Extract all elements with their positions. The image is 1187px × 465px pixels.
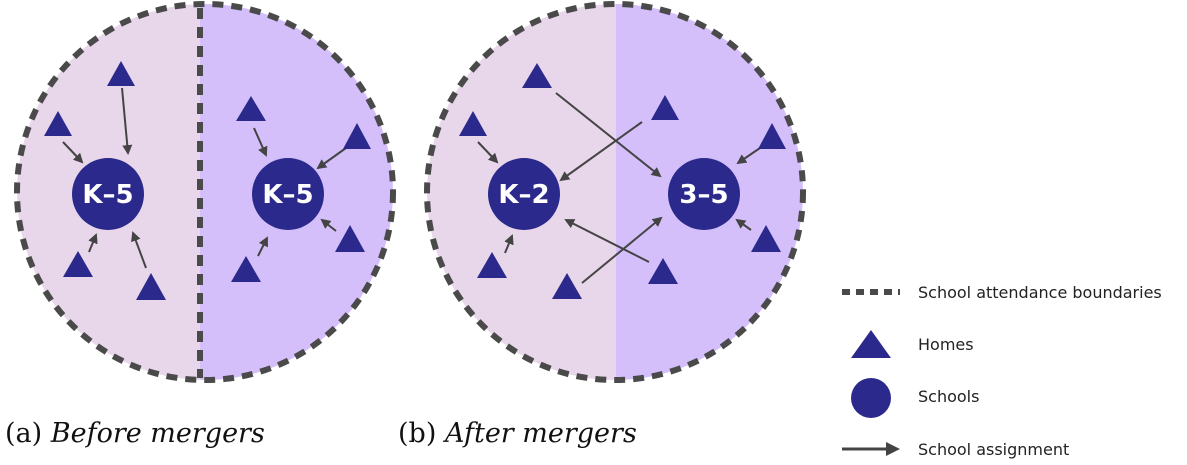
caption-panel-a: (a) Before mergers xyxy=(5,418,265,449)
legend-label: Homes xyxy=(918,335,974,354)
assignment-arrow xyxy=(88,233,98,253)
assignment-arrow xyxy=(316,147,347,170)
school-circle-icon xyxy=(488,158,560,230)
assignment-arrows xyxy=(477,92,761,284)
home-triangle-icon xyxy=(44,111,72,136)
assignment-arrow xyxy=(477,141,499,164)
home-triangle-icon xyxy=(63,251,93,277)
assignment-arrow xyxy=(62,141,84,164)
home-triangle-icon xyxy=(648,258,678,284)
home-triangle-icon xyxy=(335,225,365,252)
assignment-arrow xyxy=(735,218,752,231)
school-circle-icon xyxy=(72,158,144,230)
panel-before-mergers: K–5 K–5 xyxy=(14,1,396,383)
legend-item-assignment: School assignment xyxy=(842,440,1069,459)
home-triangle-icon xyxy=(231,256,261,282)
assignment-arrow xyxy=(736,147,761,165)
school-circle-icon xyxy=(252,158,324,230)
caption-text: After mergers xyxy=(444,418,637,449)
assignment-arrow xyxy=(555,92,662,178)
caption-panel-b: (b) After mergers xyxy=(398,418,637,449)
assignment-arrow xyxy=(131,231,147,269)
school-circle-icon xyxy=(851,378,891,418)
assignment-arrow xyxy=(564,219,650,263)
assignment-arrow xyxy=(559,121,643,182)
home-triangle-icon xyxy=(107,61,135,86)
assignment-arrows xyxy=(62,87,347,269)
home-triangle-icon xyxy=(459,111,487,136)
assignment-arrow xyxy=(253,127,268,157)
legend-item-schools: Schools xyxy=(851,378,979,418)
panel-after-mergers: K–2 3–5 xyxy=(424,1,806,383)
assignment-arrow xyxy=(121,87,133,155)
school-3-5: 3–5 xyxy=(668,158,740,230)
assignment-arrow xyxy=(257,236,268,257)
caption-text: Before mergers xyxy=(50,418,265,449)
arrowhead-icon xyxy=(886,442,900,456)
legend-item-homes: Homes xyxy=(851,330,974,358)
home-triangle-icon xyxy=(851,330,891,358)
legend: School attendance boundaries Homes Schoo… xyxy=(842,283,1162,459)
home-triangle-icon xyxy=(751,225,781,252)
assignment-arrow xyxy=(581,216,663,284)
school-k5-right: K–5 xyxy=(252,158,324,230)
school-k5-left: K–5 xyxy=(72,158,144,230)
district-outer-boundary xyxy=(424,1,806,383)
school-label: K–5 xyxy=(262,180,313,210)
caption-number: (b) xyxy=(398,418,437,449)
district-outer-boundary xyxy=(14,1,396,383)
home-triangle-icon xyxy=(522,63,552,88)
home-triangle-icon xyxy=(552,273,582,299)
school-circle-icon xyxy=(668,158,740,230)
school-label: K–2 xyxy=(498,180,549,210)
caption-number: (a) xyxy=(5,418,43,449)
school-label: 3–5 xyxy=(679,180,728,210)
home-triangle-icon xyxy=(136,273,166,300)
home-triangle-icon xyxy=(236,96,266,121)
home-triangle-icon xyxy=(477,252,507,278)
home-triangle-icon xyxy=(343,123,371,149)
home-triangle-icon xyxy=(651,95,679,120)
legend-label: School attendance boundaries xyxy=(918,283,1162,302)
legend-item-boundaries: School attendance boundaries xyxy=(842,283,1162,302)
legend-label: Schools xyxy=(918,387,979,406)
legend-label: School assignment xyxy=(918,440,1069,459)
assignment-arrow xyxy=(320,218,337,232)
home-triangle-icon xyxy=(758,123,786,149)
school-k2: K–2 xyxy=(488,158,560,230)
assignment-arrow xyxy=(504,234,514,254)
school-label: K–5 xyxy=(82,180,133,210)
